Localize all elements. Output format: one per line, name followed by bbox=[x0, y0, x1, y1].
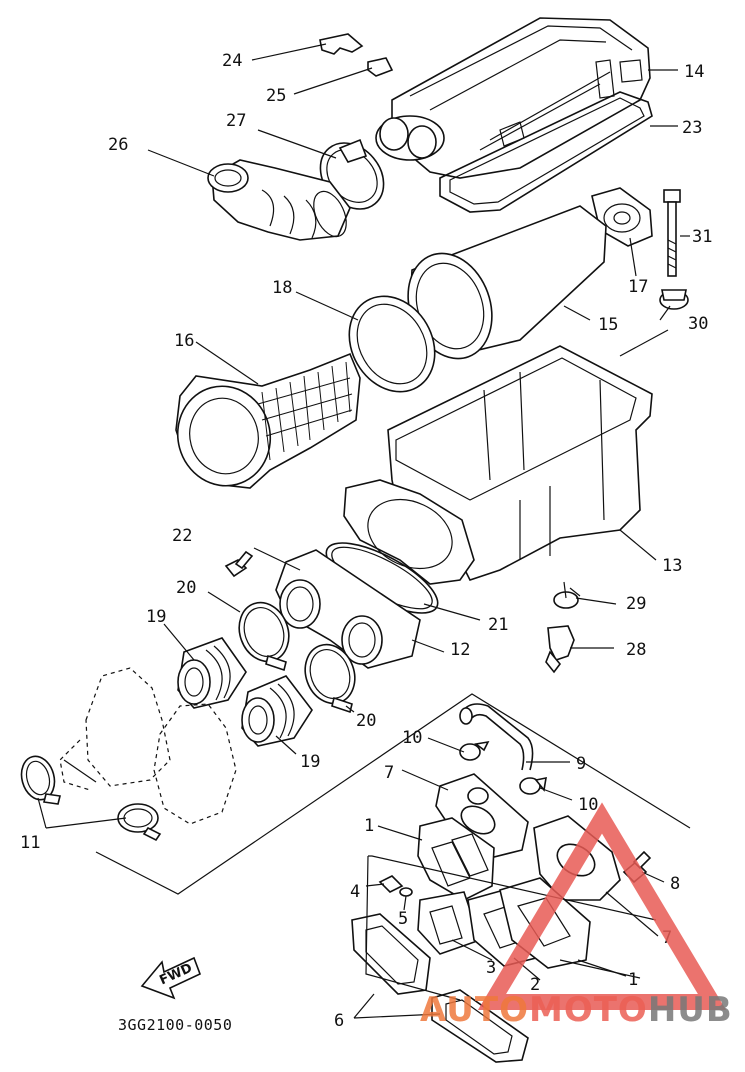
part-11-clamp-b bbox=[117, 803, 162, 842]
callout-22: 22 bbox=[172, 526, 192, 546]
part-24-clip bbox=[319, 33, 364, 55]
fwd-arrow-icon: FWD bbox=[140, 956, 202, 1000]
part-17-grommet bbox=[591, 187, 653, 247]
callout-6: 6 bbox=[334, 1011, 344, 1031]
part-19-boot-a bbox=[177, 637, 247, 709]
part-9-hose bbox=[459, 703, 534, 771]
part-7-cover-a bbox=[435, 773, 529, 859]
callout-13: 13 bbox=[662, 556, 682, 576]
callout-8: 8 bbox=[670, 874, 680, 894]
callout-1-bottom: 1 bbox=[628, 970, 638, 990]
callout-18: 18 bbox=[272, 278, 292, 298]
part-25-clip bbox=[367, 57, 394, 77]
callout-10-right: 10 bbox=[578, 795, 598, 815]
leader-lines bbox=[37, 43, 690, 1019]
callout-30: 30 bbox=[688, 314, 708, 334]
part-10-clip-a bbox=[459, 740, 490, 761]
callout-3: 3 bbox=[486, 958, 496, 978]
callout-23: 23 bbox=[682, 118, 702, 138]
callout-7-top: 7 bbox=[384, 763, 394, 783]
callout-4: 4 bbox=[350, 882, 360, 902]
callout-10-top: 10 bbox=[402, 728, 422, 748]
part-29-clip bbox=[553, 581, 581, 609]
part-23-gasket bbox=[439, 91, 653, 213]
part-5-washer bbox=[399, 887, 413, 897]
callout-26: 26 bbox=[108, 135, 128, 155]
part-16-filter-cage bbox=[175, 352, 361, 489]
callout-31: 31 bbox=[692, 227, 712, 247]
drawing-code: 3GG2100-0050 bbox=[118, 1016, 233, 1034]
part-6-gasket-b bbox=[431, 989, 529, 1063]
callout-11: 11 bbox=[20, 833, 40, 853]
part-10-clip-b bbox=[519, 776, 547, 795]
part-20-clamp-a bbox=[238, 601, 290, 672]
part-4-screw bbox=[378, 875, 404, 893]
callout-27: 27 bbox=[226, 111, 246, 131]
part-19-boot-b bbox=[241, 675, 313, 747]
callout-19-left: 19 bbox=[146, 607, 166, 627]
callout-17: 17 bbox=[628, 277, 648, 297]
part-20-clamp-b bbox=[304, 643, 356, 714]
callout-14: 14 bbox=[684, 62, 704, 82]
carburetor-outline bbox=[59, 667, 237, 825]
callout-1-top: 1 bbox=[364, 816, 374, 836]
callout-5: 5 bbox=[398, 909, 408, 929]
callout-15: 15 bbox=[598, 315, 618, 335]
callout-2: 2 bbox=[530, 975, 540, 995]
callout-16: 16 bbox=[174, 331, 194, 351]
part-3-reed-plate bbox=[417, 891, 482, 955]
part-30-cap bbox=[659, 289, 689, 310]
callout-20-top: 20 bbox=[176, 578, 196, 598]
callout-29: 29 bbox=[626, 594, 646, 614]
callout-28: 28 bbox=[626, 640, 646, 660]
callout-numbers: 24 25 27 26 14 23 31 17 30 18 15 16 13 2… bbox=[20, 51, 712, 1031]
callout-12: 12 bbox=[450, 640, 470, 660]
part-13-airbox-case bbox=[343, 345, 653, 585]
callout-21: 21 bbox=[488, 615, 508, 635]
part-12-joint bbox=[275, 549, 421, 669]
part-18-band bbox=[348, 295, 436, 393]
watermark-triangle-logo bbox=[477, 802, 727, 1010]
part-22-screw bbox=[224, 550, 254, 578]
callout-24: 24 bbox=[222, 51, 242, 71]
group-bracket-lines bbox=[63, 329, 691, 1001]
part-28-drain bbox=[545, 625, 575, 674]
callout-9: 9 bbox=[576, 754, 586, 774]
callout-19-bottom: 19 bbox=[300, 752, 320, 772]
part-11-clamp-a bbox=[20, 755, 61, 805]
callout-20-bottom: 20 bbox=[356, 711, 376, 731]
part-31-bolt bbox=[663, 189, 681, 277]
callout-25: 25 bbox=[266, 86, 286, 106]
part-14-airbox-cover bbox=[375, 17, 651, 179]
part-26-intake-hose bbox=[207, 159, 351, 241]
